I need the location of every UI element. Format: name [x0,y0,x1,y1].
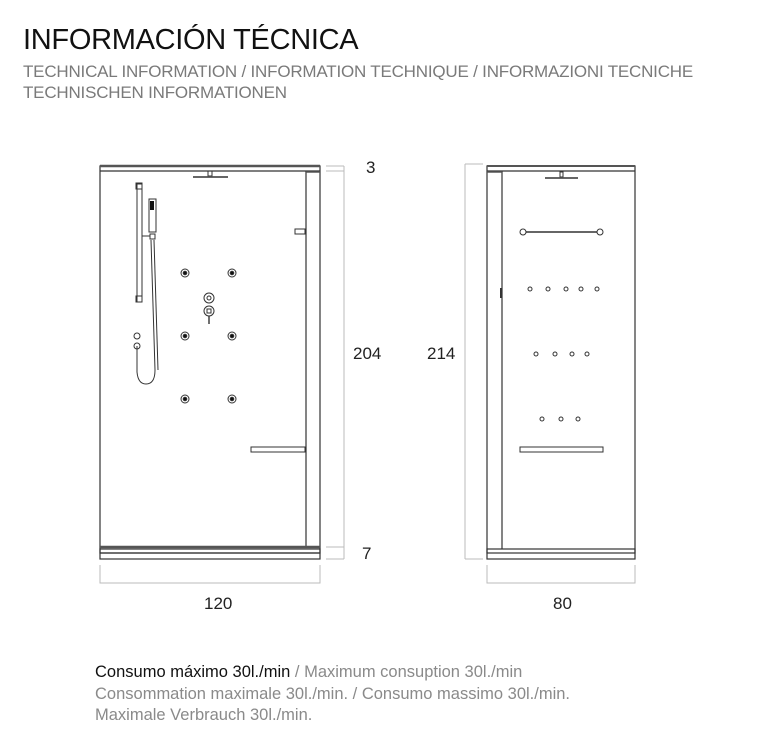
side-height-dimension: 214 [427,344,456,363]
front-cabin-outline [99,165,321,554]
side-view-drawing [486,165,636,560]
hand-shower-icon [148,198,157,233]
front-base-dimension: 7 [362,544,372,563]
body-jet-icons [180,268,237,404]
front-top-dimension: 3 [366,158,376,177]
slide-bar-icon [136,183,143,303]
consumption-line-3: Maximale Verbrauch 30l./min. [95,706,313,724]
front-width-dimension: 120 [204,594,233,613]
side-dimension-lines [464,163,636,584]
consumption-line-2: Consommation maximale 30l./min. / Consum… [95,685,570,703]
consumption-english: / Maximum consuption 30l./min [290,663,523,681]
page-subtitle-line-1: TECHNICAL INFORMATION / INFORMATION TECH… [23,62,693,81]
front-view-drawing [99,164,321,560]
page-title: INFORMACIÓN TÉCNICA [23,24,359,56]
page-subtitle-line-2: TECHNISCHEN INFORMATIONEN [23,83,287,102]
shower-hose-icon [136,239,156,385]
mixer-valve-icon [203,305,215,317]
door-handle-icon [294,228,306,235]
shelf-icon [519,446,604,453]
front-shower-tray [99,548,321,560]
consumption-line-1: Consumo máximo 30l./min / Maximum consup… [95,663,522,682]
front-height-dimension: 204 [353,344,382,363]
side-width-dimension: 80 [553,594,572,613]
front-dimension-lines [99,165,345,584]
diverter-icon [203,292,215,304]
nozzle-icons [527,286,600,422]
towel-bar-icon [250,446,306,453]
side-shower-tray [486,548,636,560]
side-cabin-outline [486,165,636,554]
consumption-spanish: Consumo máximo 30l./min [95,663,291,681]
